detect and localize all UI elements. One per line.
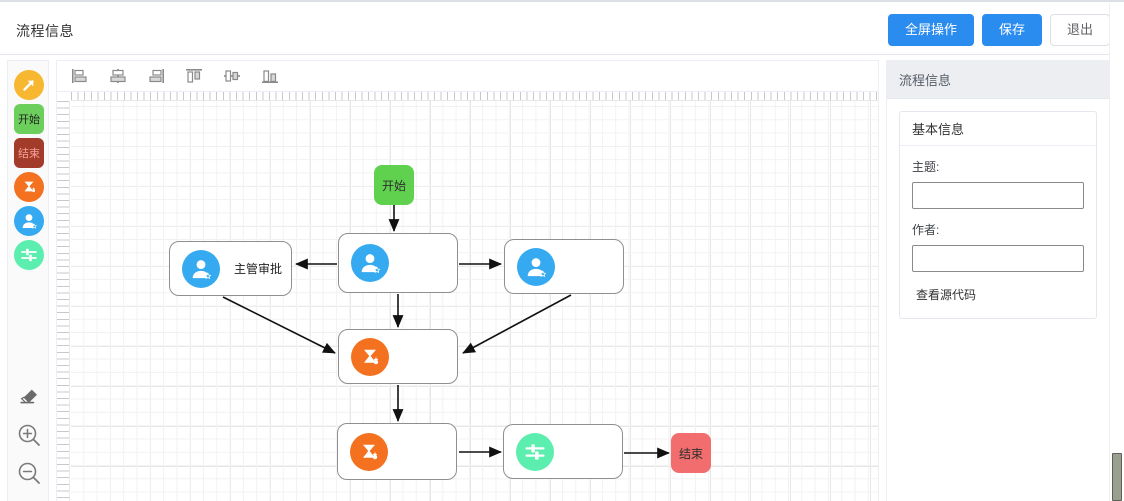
node-task-center[interactable] — [338, 233, 458, 293]
node-start-label: 开始 — [381, 178, 406, 193]
connector-approve-to-service[interactable] — [222, 296, 336, 354]
field-spacer — [912, 209, 1084, 221]
top-border-left — [0, 0, 247, 2]
connector-right-to-service[interactable] — [462, 294, 572, 354]
palette-item-start-label: 开始 — [18, 114, 40, 126]
service-task-icon — [351, 337, 389, 376]
end-icon: 结束 — [14, 138, 44, 168]
node-end-label: 结束 — [678, 446, 703, 461]
diagram-canvas-area: 开始 主管 — [56, 60, 879, 501]
exit-button[interactable]: 退出 — [1049, 14, 1110, 46]
end-event-shape[interactable]: 结束 — [671, 433, 711, 473]
basic-info-card-header: 基本信息 — [900, 112, 1096, 146]
palette-item-pointer[interactable] — [13, 69, 45, 101]
zoom-in-tool-icon[interactable] — [13, 419, 45, 451]
node-end[interactable]: 结束 — [671, 433, 711, 473]
align-middle-vertical-button[interactable] — [221, 66, 243, 86]
node-gateway-box[interactable] — [503, 424, 623, 479]
view-source-link[interactable]: 查看源代码 — [916, 288, 977, 302]
properties-panel: 流程信息 基本信息 主题: 作者: 查看源代码 — [886, 60, 1110, 501]
node-task-approve-label: 主管审批 — [234, 262, 283, 276]
palette-item-gateway[interactable] — [13, 239, 45, 271]
node-service-bottom[interactable] — [337, 423, 457, 480]
node-task-right-box[interactable] — [504, 239, 624, 294]
gateway-icon — [516, 432, 554, 471]
align-left-button[interactable] — [69, 66, 91, 86]
subject-label: 主题: — [912, 160, 940, 174]
properties-panel-header: 流程信息 — [887, 61, 1109, 99]
vertical-ruler — [57, 101, 70, 501]
align-bottom-button[interactable] — [259, 66, 281, 86]
subject-field[interactable] — [912, 182, 1084, 209]
user-task-icon — [14, 206, 44, 236]
save-button[interactable]: 保存 — [981, 14, 1042, 46]
canvas-toolbar — [57, 61, 878, 92]
gateway-icon — [14, 240, 44, 270]
start-icon: 开始 — [14, 104, 44, 134]
node-service-mid[interactable] — [338, 329, 458, 384]
top-border-strip — [0, 0, 1124, 3]
node-task-center-box[interactable] — [338, 233, 458, 293]
palette-item-service-task[interactable] — [13, 171, 45, 203]
palette-item-start[interactable]: 开始 — [13, 103, 45, 135]
node-task-approve[interactable]: 主管审批 — [169, 241, 292, 296]
node-start[interactable]: 开始 — [374, 165, 414, 205]
node-task-approve-box[interactable]: 主管审批 — [169, 241, 292, 296]
start-event-shape[interactable]: 开始 — [374, 165, 414, 205]
node-service-bottom-box[interactable] — [337, 423, 457, 480]
node-gateway[interactable] — [503, 424, 623, 479]
editor-body: 开始 结束 — [0, 56, 1124, 501]
align-center-horizontal-button[interactable] — [107, 66, 129, 86]
page-scrollbar-thumb[interactable] — [1112, 453, 1122, 501]
palette-item-user-task[interactable] — [13, 205, 45, 237]
service-task-icon — [14, 172, 44, 202]
service-task-icon — [350, 432, 388, 471]
node-palette: 开始 结束 — [7, 60, 49, 501]
zoom-out-tool-icon[interactable] — [13, 457, 45, 489]
align-top-button[interactable] — [183, 66, 205, 86]
app-header: 流程信息 全屏操作 保存 退出 — [0, 3, 1124, 55]
basic-info-card-title: 基本信息 — [912, 122, 965, 137]
palette-item-end[interactable]: 结束 — [13, 137, 45, 169]
basic-info-card: 基本信息 主题: 作者: 查看源代码 — [899, 111, 1097, 319]
palette-item-list: 开始 结束 — [8, 69, 50, 273]
page-scrollbar[interactable] — [1109, 3, 1124, 501]
palette-tool-list — [8, 375, 50, 495]
header-actions: 全屏操作 保存 退出 — [887, 14, 1110, 46]
arrow-up-right-icon — [14, 70, 44, 100]
fullscreen-button[interactable]: 全屏操作 — [887, 14, 974, 46]
author-label: 作者: — [912, 223, 940, 237]
node-task-right[interactable] — [504, 239, 624, 294]
user-task-icon — [182, 249, 220, 288]
page-title: 流程信息 — [16, 23, 74, 39]
user-task-icon — [517, 247, 555, 286]
properties-panel-title: 流程信息 — [899, 73, 952, 88]
eraser-tool-icon[interactable] — [13, 381, 45, 413]
user-task-icon — [351, 244, 389, 282]
top-border-right — [147, 0, 1124, 2]
node-service-mid-box[interactable] — [338, 329, 458, 384]
connector-layer — [222, 205, 670, 459]
horizontal-ruler — [71, 92, 878, 101]
palette-item-end-label: 结束 — [18, 148, 40, 160]
basic-info-card-body: 主题: 作者: 查看源代码 — [900, 146, 1096, 318]
canvas-grid: 开始 主管 — [71, 101, 878, 501]
align-right-button[interactable] — [145, 66, 167, 86]
author-field[interactable] — [912, 245, 1084, 272]
flow-diagram: 开始 主管 — [71, 101, 878, 501]
